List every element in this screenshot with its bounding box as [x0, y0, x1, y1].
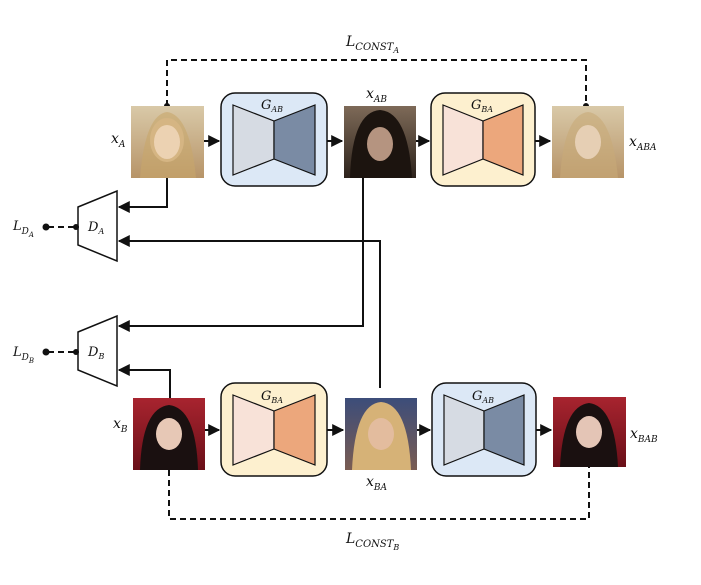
discriminator-d-a: DA — [77, 189, 118, 263]
generator-g-ba-top: GBA — [430, 92, 536, 187]
label-g-ba-bottom: GBA — [261, 389, 283, 405]
image-x-ba — [345, 398, 417, 470]
image-x-aba — [552, 106, 624, 178]
label-x-ba: xBA — [366, 474, 388, 493]
generator-g-ba-bottom: GBA — [220, 382, 328, 477]
label-g-ab-top: GAB — [261, 98, 283, 114]
label-l-const-a: LCONSTA — [345, 34, 399, 55]
loss-db-dot-left — [42, 348, 50, 356]
label-l-da: LDA — [12, 219, 34, 239]
label-g-ab-bottom: GAB — [472, 389, 494, 405]
label-x-b: xB — [113, 416, 128, 435]
loss-db-dot-right — [73, 349, 79, 355]
label-x-a: xA — [111, 131, 126, 150]
label-x-ab: xAB — [366, 86, 387, 105]
label-x-bab: xBAB — [630, 426, 658, 445]
image-x-b — [133, 398, 205, 470]
image-x-bab — [553, 397, 626, 467]
image-x-a — [131, 106, 204, 178]
label-d-b: DB — [87, 345, 104, 361]
arrow-xab-to-db — [117, 178, 364, 332]
arrow-xba-to-da — [117, 235, 381, 388]
generator-g-ab-top: GAB — [220, 92, 328, 187]
const-a-connector — [166, 59, 587, 106]
arrow-xa-to-da — [117, 178, 168, 213]
label-d-a: DA — [87, 220, 104, 236]
const-b-connector — [168, 467, 590, 520]
generator-g-ab-bottom: GAB — [431, 382, 537, 477]
loss-da-dot-right — [73, 224, 79, 230]
label-l-db: LDB — [12, 345, 34, 365]
label-g-ba-top: GBA — [471, 98, 493, 114]
arrow-xb-to-db — [117, 364, 171, 398]
image-x-ab — [344, 106, 416, 178]
label-x-aba: xABA — [629, 134, 657, 153]
discriminator-d-b: DB — [77, 314, 118, 388]
loss-da-dot-left — [42, 223, 50, 231]
label-l-const-b: LCONSTB — [345, 531, 399, 552]
